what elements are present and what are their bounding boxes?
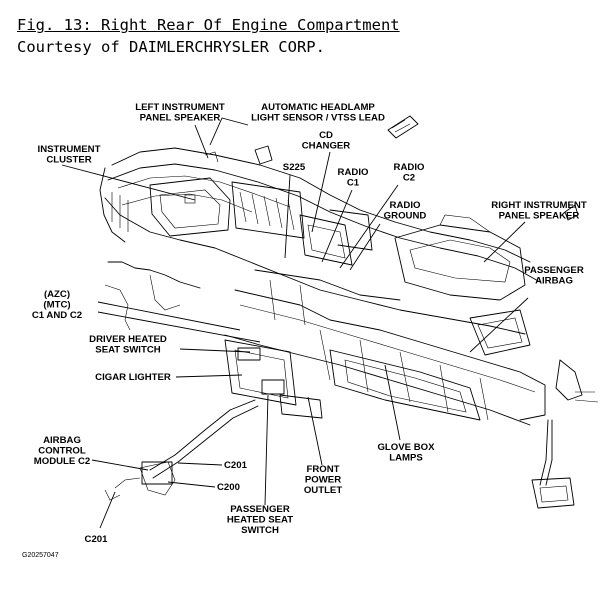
label-c201-bottom: C201 [85,534,109,545]
label-line: AIRBAG [535,276,573,287]
label-line: C201 [85,534,109,545]
label-line: AIRBAG [43,435,81,446]
label-line: FRONT [306,464,339,475]
label-line: CONTROL [38,446,86,457]
label-line: AUTOMATIC HEADLAMP [261,102,375,113]
label-azc-mtc: (AZC)(MTC)C1 AND C2 [32,289,82,321]
drawing-code: G20257047 [22,552,59,559]
label-line: PANEL SPEAKER [140,113,221,124]
label-line: INSTRUMENT [38,144,101,155]
label-line: CHANGER [302,141,351,152]
label-line: CLUSTER [46,155,91,166]
label-line: C2 [403,173,415,184]
label-line: LIGHT SENSOR / VTSS LEAD [251,113,385,124]
label-line: C200 [217,482,240,493]
label-line: RADIO [390,200,421,211]
instrument-panel-drawing [99,115,599,509]
label-line: SWITCH [241,525,279,536]
label-line: C1 AND C2 [32,310,82,321]
label-line: GLOVE BOX [377,442,435,453]
label-line: SEAT SWITCH [95,345,160,356]
label-line: LEFT INSTRUMENT [135,102,225,113]
label-line: LAMPS [389,453,423,464]
label-cigar-lighter: CIGAR LIGHTER [95,372,171,383]
label-s225: S225 [283,162,306,173]
label-line: C1 [347,178,360,189]
label-line: (AZC) [44,289,70,300]
label-line: S225 [283,162,306,173]
label-c201-right: C201 [224,460,248,471]
label-c200: C200 [217,482,240,493]
label-line: PASSENGER [524,265,584,276]
label-line: CD [319,130,333,141]
label-line: RADIO [394,162,425,173]
label-line: RIGHT INSTRUMENT [491,200,587,211]
label-line: POWER [305,475,341,486]
label-line: GROUND [384,211,427,222]
label-line: CIGAR LIGHTER [95,372,171,383]
label-line: PASSENGER [230,504,290,515]
leader-lines [61,117,529,529]
label-line: MODULE C2 [34,456,91,467]
label-line: DRIVER HEATED [89,334,167,345]
label-line: C201 [224,460,248,471]
figure-courtesy: Courtesy of DAIMLERCHRYSLER CORP. [17,38,325,56]
label-line: (MTC) [43,300,70,311]
figure-title: Fig. 13: Right Rear Of Engine Compartmen… [17,16,400,34]
label-line: HEATED SEAT [227,515,293,526]
label-line: OUTLET [304,485,343,496]
label-line: PANEL SPEAKER [499,211,580,222]
label-line: RADIO [338,167,369,178]
